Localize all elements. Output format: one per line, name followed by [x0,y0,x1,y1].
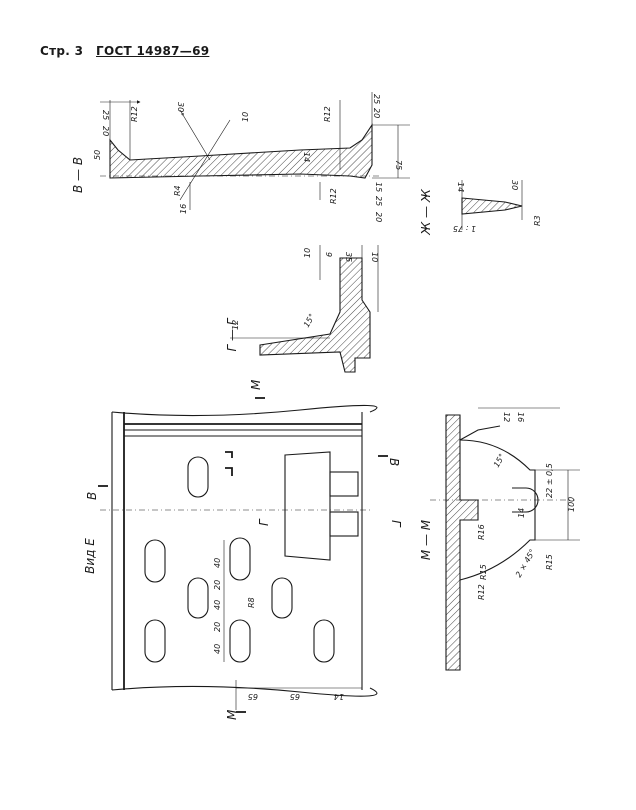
cut-mark-g-left: Г [257,518,271,526]
section-mm-flange [459,425,501,441]
dim-10a: 10 [303,248,312,258]
dim-25a: 25 [101,110,110,120]
dim-65b: 65 [290,692,300,701]
dim-15b: 25 [374,196,383,206]
slot [271,577,293,619]
dim-20a: 20 [213,580,222,590]
section-mm: М — М 12 16 15° 22 ± 0,5 100 14 R16 R12 … [419,407,580,671]
dim-40a: 40 [213,558,222,568]
dim-line [179,119,231,201]
dim-16: 16 [516,412,525,422]
section-vv-profile [109,123,373,179]
section-vv-label: В — В [71,157,85,193]
section-mm-label: М — М [419,519,433,560]
slot [229,619,251,663]
dim-12: 12 [231,320,240,330]
dim-20b: 20 [372,108,381,118]
central-boss [284,451,331,561]
dim-r16: R16 [477,524,486,540]
section-vv: В — В 25 20 30° R12 10 R12 20 25 50 75 [71,92,410,222]
dim-r4: R4 [173,185,182,196]
dim-16: 16 [179,204,188,214]
dim-r15b: R15 [545,554,554,570]
dim-14: 14 [334,692,344,701]
dim-30deg: 30° [176,102,185,116]
slot [144,619,166,663]
section-zhzh-profile [461,197,523,215]
slot [313,619,335,663]
dim-r12a: R12 [130,106,139,122]
dim-100: 100 [567,497,576,512]
dim-r12b: R12 [323,106,332,122]
dim-40c: 40 [213,644,222,654]
view-e: Вид Е [83,379,403,720]
cut-mark-v-right: В [387,458,401,466]
dim-20b: 20 [213,622,222,632]
cut-mark-g-right: Г [389,520,403,528]
dim-22: 22 ± 0,5 [545,463,554,498]
corner-mark [225,451,233,458]
section-zhzh: Ж — Ж 14 30 1 : 75 R3 [419,180,542,236]
dim-15deg: 15° [302,312,317,329]
dim-20c: 20 [374,212,383,222]
dim-35: 35 [344,252,353,262]
dim-14: 14 [456,182,465,192]
dim-40b: 40 [213,600,222,610]
standard-number: ГОСТ 14987—69 [96,44,210,58]
dim-65a: 65 [248,692,258,701]
slot [187,577,209,619]
break-line-bottom [111,685,378,697]
dim-15deg: 15° [492,452,507,469]
dim-15a: 15 [374,182,383,192]
dim-r3: R3 [533,215,542,226]
dim-14: 14 [302,152,311,162]
dim-r15a: R15 [479,564,488,580]
dim-50: 50 [93,150,102,160]
section-gg-label: Г — Г [225,317,239,351]
slot [144,539,166,583]
corner-mark [225,467,233,476]
cut-mark-m-bottom: М [225,709,239,720]
dim-9: 9 [324,252,333,257]
dim-10b: 10 [370,252,379,262]
boss-lug-2 [329,511,359,537]
section-zhzh-label: Ж — Ж [419,188,433,236]
break-line-top [111,404,378,417]
dim-14: 14 [517,508,526,518]
view-e-label: Вид Е [83,538,97,574]
section-gg-profile [259,257,371,373]
slot [229,537,251,581]
dim-20a: 20 [101,126,110,136]
boss-lug-1 [329,471,359,497]
dim-slope: 1 : 75 [453,224,476,233]
dim-chamfer: 2 × 45° [514,548,537,579]
dim-12: 12 [502,412,511,422]
dim-30: 30 [510,180,519,190]
cut-mark-m-top: М [249,379,263,390]
dim-25b: 25 [372,94,381,104]
dim-line [179,109,211,161]
dim-r12: R12 [477,584,486,600]
dim-75: 75 [394,160,403,170]
section-mm-wall [445,414,479,671]
section-gg: Г — Г 10 9 35 10 12 15° [225,245,379,373]
dim-r8: R8 [247,597,256,608]
dim-10: 10 [241,112,250,122]
page-number: Стр. 3 [40,44,84,58]
slot [187,456,209,498]
cut-mark-v-left: В [85,492,99,500]
dim-r12c: R12 [329,188,338,204]
